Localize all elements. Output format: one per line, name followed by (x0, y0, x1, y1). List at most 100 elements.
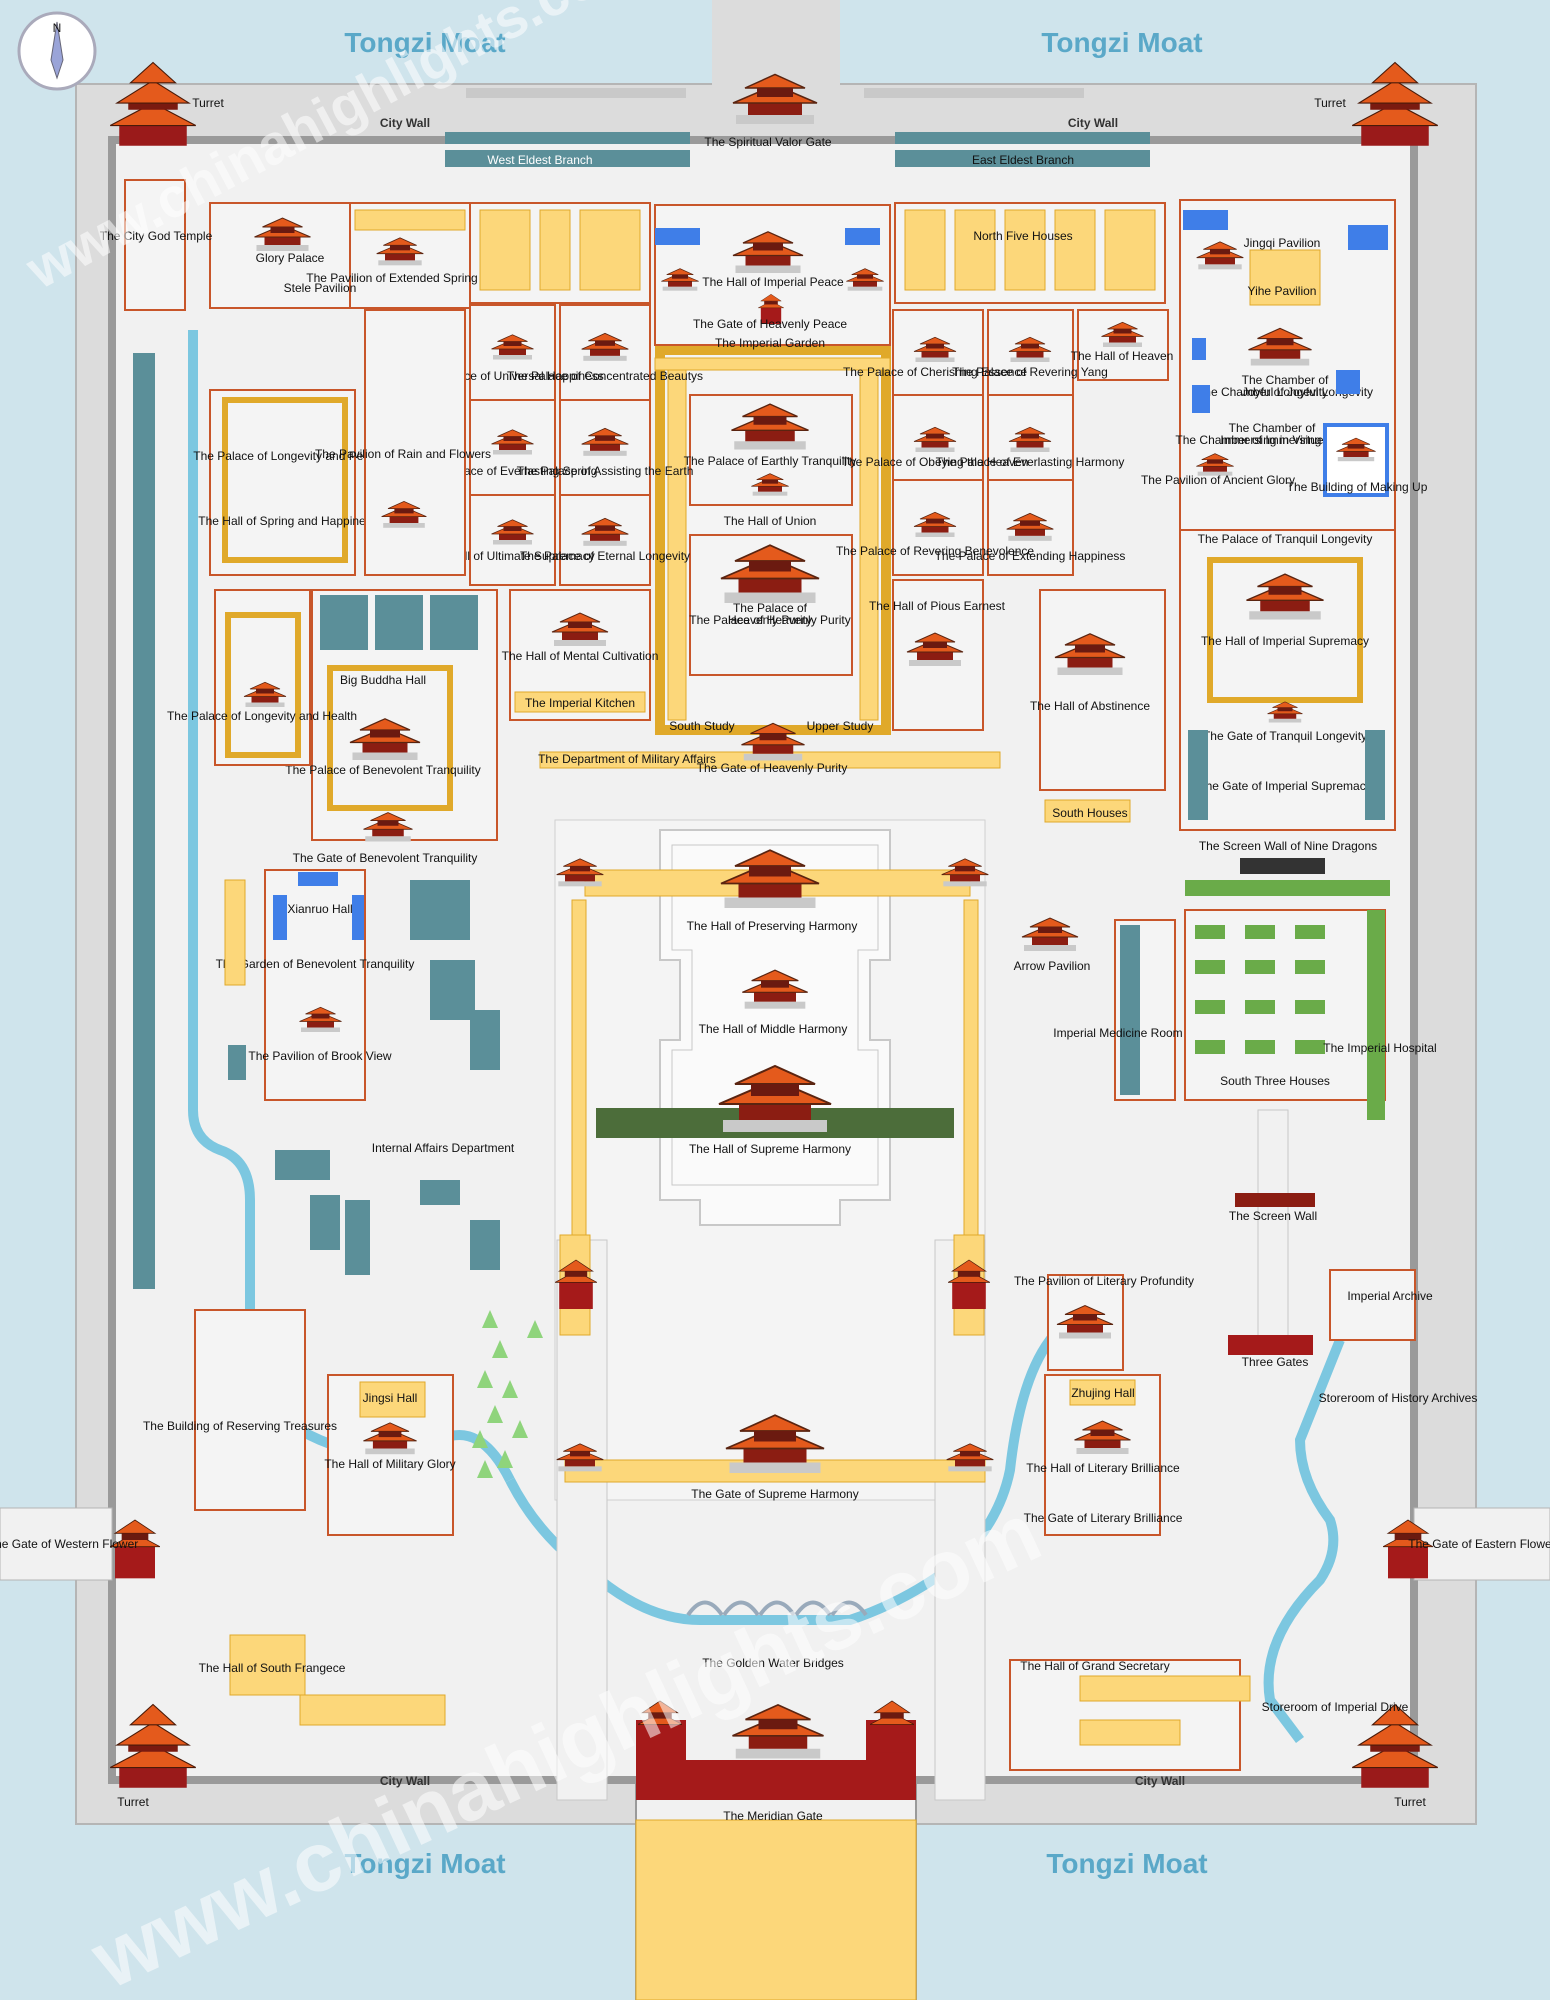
label-palace-concentrated-beauty: The Palace of Concentrated Beautys (507, 369, 703, 383)
label-screen-wall-nine-dragons: The Screen Wall of Nine Dragons (1199, 839, 1377, 853)
label-chamber-joyful-longevity: The Chamber of Joyful Longevity (1197, 385, 1373, 399)
south-frangece-wing (299, 1694, 446, 1726)
label-zhujing-hall: Zhujing Hall (1071, 1386, 1134, 1400)
label-gate-supreme-harmony: The Gate of Supreme Harmony (691, 1487, 858, 1501)
label-gate-tranquil-longevity: The Gate of Tranquil Longevity (1203, 729, 1367, 743)
yihe-pavilion-block (1249, 249, 1321, 306)
pool-joyful-west2 (1192, 385, 1210, 413)
label-chamber-joyful-longevity-2: Joyful Longevity (1242, 385, 1328, 399)
west-long-annex (133, 353, 155, 1289)
label-chamber-joyful-longevity-1: The Chamber of (1242, 373, 1329, 387)
label-gate-imperial-supremacy: The Gate of Imperial Supremacy (1198, 779, 1371, 793)
wall-label-south-right: City Wall (1135, 1774, 1185, 1788)
label-chamber-immersing-virtue: The Chamber of Immersing in Virtue (1175, 433, 1369, 447)
label-building-making-up: The Building of Making Up (1287, 480, 1428, 494)
label-hall-grand-secretary: The Hall of Grand Secretary (1020, 1659, 1169, 1673)
label-gate-western-flower: The Gate of Western Flower (0, 1537, 138, 1551)
label-stele-pavilion: Stele Pavilion (284, 281, 357, 295)
label-south-study: South Study (669, 719, 734, 733)
label-palace-obeying-heaven: The Palace of Obeying the Heaven (842, 455, 1029, 469)
label-pavilion-literary-profundity: The Pavilion of Literary Profundity (1014, 1274, 1194, 1288)
label-palace-cherishing-essence: The Palace of Cherishing Essence (843, 365, 1027, 379)
west-annex-blocks (224, 879, 500, 1275)
compass-icon: N (17, 11, 97, 91)
label-chamber-immersing-virtue-2: Immersing in Virtue (1220, 433, 1323, 447)
golden-water-bridges (686, 1600, 868, 1617)
moat-label-bottom-right: Tongzi Moat (1046, 1848, 1207, 1879)
imperial-garden-south-corridor (654, 357, 891, 371)
label-spiritual-valor-gate: The Spiritual Valor Gate (704, 135, 831, 149)
label-hall-preserving-harmony: The Hall of Preserving Harmony (687, 919, 858, 933)
heavenly-purity-court (689, 534, 853, 676)
longevity-health-court (225, 612, 301, 758)
label-building-reserving-treasures: The Building of Reserving Treasures (143, 1419, 337, 1433)
nine-dragons-screen (1240, 858, 1325, 874)
label-xianruo-hall: Xianruo Hall (287, 902, 352, 916)
xianruo-side-east (352, 895, 364, 940)
label-three-gates: Three Gates (1242, 1355, 1309, 1369)
building-reserving-treasures-frame (194, 1309, 306, 1511)
benevolent-annex-blocks (320, 595, 478, 650)
label-palace-revering-yang: The Palace of Revering Yang (952, 365, 1108, 379)
label-chamber-immersing-virtue-1: The Chamber of (1229, 421, 1316, 435)
moat-label-bottom-left: Tongzi Moat (344, 1848, 505, 1879)
east-eldest-branch-bar (895, 150, 1150, 167)
imperial-archive-frame (1329, 1269, 1416, 1341)
east-water-channel (1263, 1338, 1345, 1743)
tranquil-longevity-side-west (1188, 730, 1208, 820)
label-hall-ultimate-supremacy: The Hall of Ultimate Supremacy (425, 549, 594, 563)
label-gate-benevolent-tranquility: The Gate of Benevolent Tranquility (293, 851, 478, 865)
grand-secretary-block-1 (1079, 1675, 1251, 1702)
label-pavilion-rain-flowers: The Pavilion of Rain and Flowers (315, 447, 491, 461)
label-storeroom-imperial-drive: Storeroom of Imperial Drive (1262, 1700, 1409, 1714)
south-three-houses-grid (1184, 909, 1386, 1101)
pool-joyful-west (1192, 338, 1206, 360)
label-palace-everlasting-spring: The Palace of Everlasting Spring (423, 464, 598, 478)
wall-label-south-left: City Wall (380, 1774, 430, 1788)
label-imperial-archive: Imperial Archive (1347, 1289, 1433, 1303)
label-hall-mental-cultivation: The Hall of Mental Cultivation (502, 649, 659, 663)
label-south-houses: South Houses (1052, 806, 1127, 820)
label-hall-middle-harmony: The Hall of Middle Harmony (699, 1022, 848, 1036)
label-hall-pious-earnest: The Hall of Pious Earnest (869, 599, 1006, 613)
label-hall-of-union: The Hall of Union (724, 514, 817, 528)
xianruo-side-west (273, 895, 287, 940)
screen-wall-bar (1235, 1193, 1315, 1207)
label-palace-tranquil-longevity: The Palace of Tranquil Longevity (1198, 532, 1373, 546)
grand-secretary-block-2 (1079, 1719, 1181, 1746)
label-pavilion-brook-view: The Pavilion of Brook View (248, 1049, 392, 1063)
three-halls-terrace-inner (671, 844, 879, 1186)
label-meridian-gate: The Meridian Gate (723, 1809, 823, 1823)
label-pavilion-extended-spring: The Pavilion of Extended Spring (306, 271, 477, 285)
label-yihe-pavilion: Yihe Pavilion (1248, 284, 1317, 298)
label-palace-everlasting-harmony: The Palace of Everlasting Harmony (936, 455, 1125, 469)
inner-court-west-corridor (667, 359, 687, 721)
label-hall-supreme-harmony: The Hall of Supreme Harmony (689, 1142, 851, 1156)
east-eldest-branch-roof (895, 132, 1150, 144)
xianruo-pool (298, 872, 338, 886)
three-gates-bar (1228, 1335, 1313, 1355)
moat-label-top-right: Tongzi Moat (1041, 27, 1202, 58)
big-buddha-court (327, 665, 453, 811)
label-hall-spring-happiness: The Hall of Spring and Happiness (198, 514, 377, 528)
wall-label-north-right: City Wall (1068, 116, 1118, 130)
label-pavilion-ancient-glory: The Pavilion of Ancient Glory (1141, 473, 1295, 487)
label-the-screen-wall: The Screen Wall (1229, 1209, 1317, 1223)
label-palace-eternal-longevity: The Palace of Eternal Longevity (520, 549, 690, 563)
imperial-hospital-block (1367, 910, 1385, 1120)
compass-letter: N (53, 21, 62, 35)
south-houses-block (1044, 799, 1131, 823)
west-eldest-branch-bar (445, 150, 690, 167)
label-internal-affairs-dept: Internal Affairs Department (372, 1141, 515, 1155)
label-golden-water-bridges: The Golden Water Bridges (702, 1656, 844, 1670)
label-hall-imperial-peace: The Hall of Imperial Peace (702, 275, 844, 289)
jingsi-hall-block (359, 1381, 426, 1418)
label-imperial-garden: The Imperial Garden (715, 336, 825, 350)
west-tree-grove-icon (472, 1310, 543, 1478)
label-dept-military-affairs: The Department of Military Affairs (538, 752, 716, 766)
label-east-eldest-branch: East Eldest Branch (972, 153, 1074, 167)
label-palace-longevity-peace: The Palace of Longevity and Peace (193, 449, 383, 463)
label-hall-of-heaven: The Hall of Heaven (1071, 349, 1174, 363)
moat-label-top-left: Tongzi Moat (344, 27, 505, 58)
turret-label-sw: Turret (117, 1795, 149, 1809)
